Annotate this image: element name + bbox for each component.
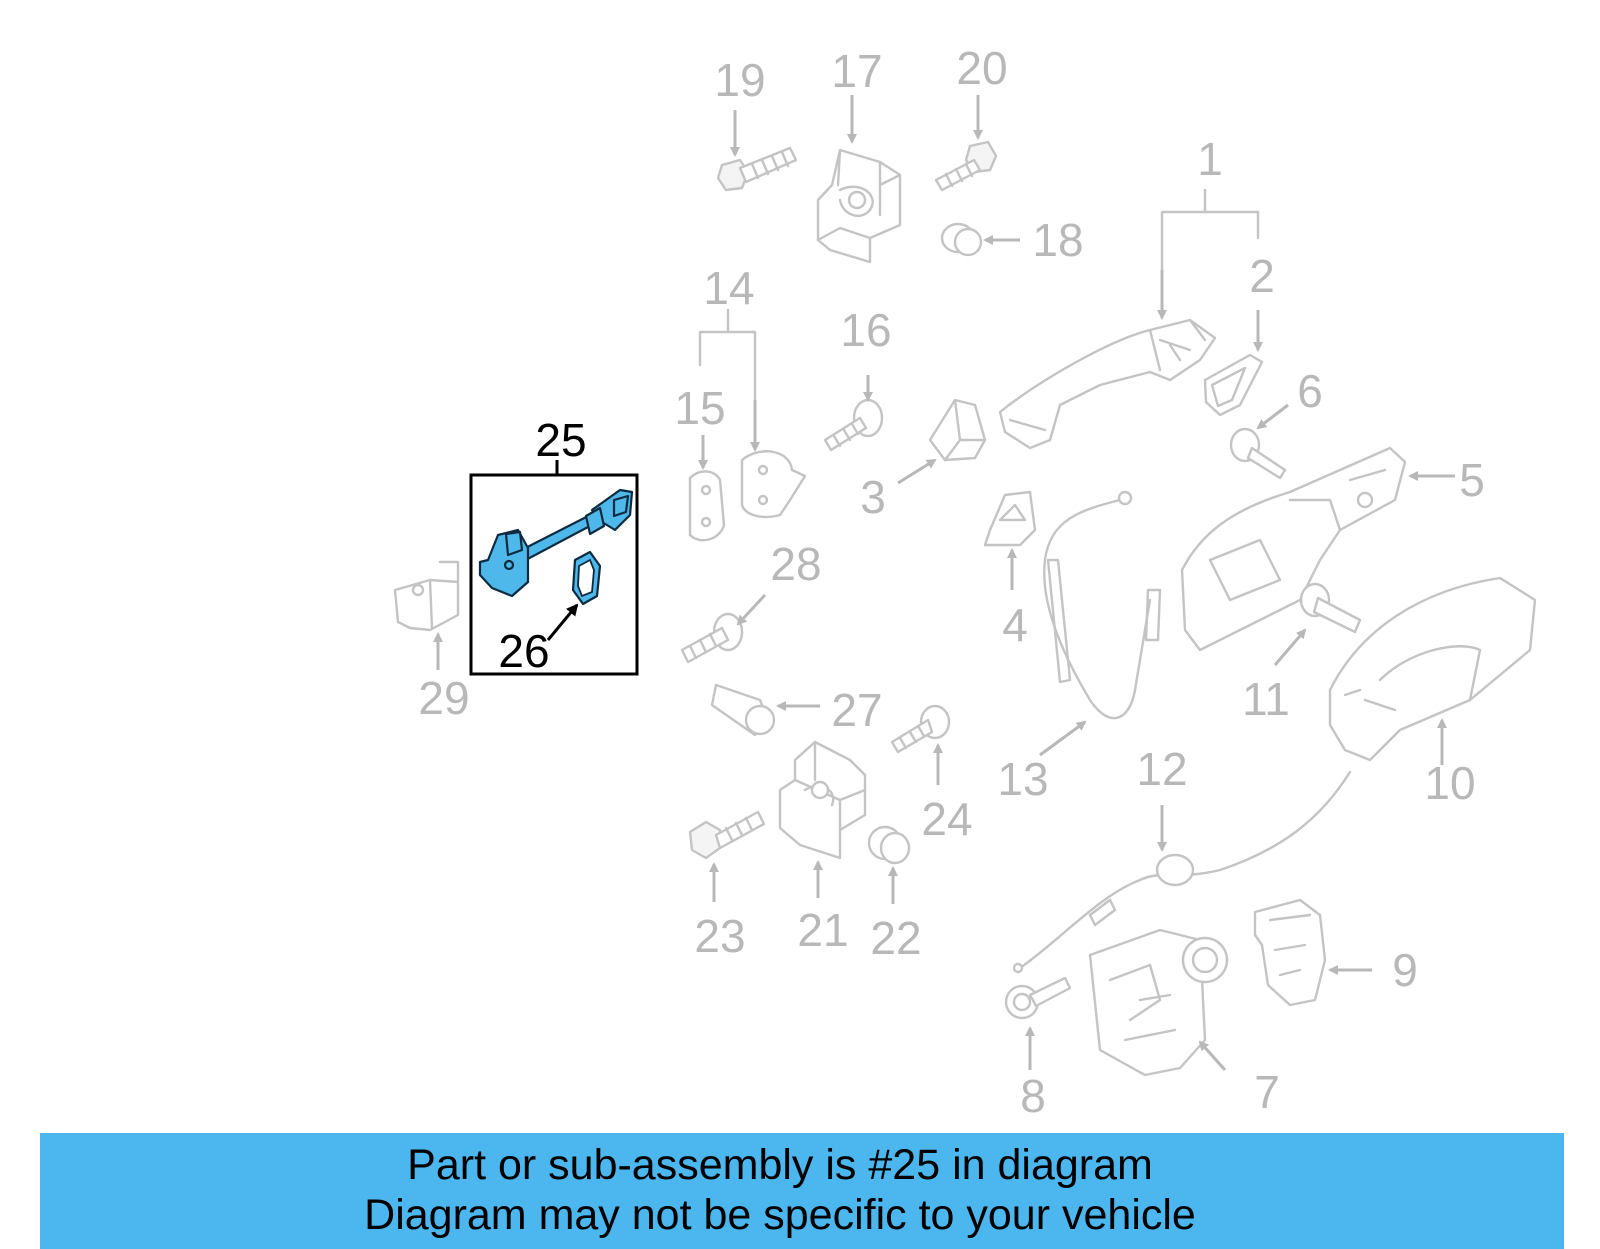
callout-20: 20 [956, 42, 1007, 94]
part-17-hinge[interactable] [816, 148, 902, 264]
part-1-outer-handle[interactable] [998, 318, 1217, 450]
callout-22: 22 [870, 912, 921, 964]
callout-14: 14 [703, 262, 754, 314]
callout-10: 10 [1424, 757, 1475, 809]
callout-25[interactable]: 25 [535, 414, 586, 466]
arrow-7 [1198, 1040, 1227, 1071]
callout-15: 15 [674, 382, 725, 434]
banner-line-part: Part or sub-assembly is #25 in diagram [407, 1141, 1153, 1189]
part-15-pad[interactable] [688, 470, 726, 542]
part-25-door-check[interactable] [478, 488, 634, 598]
part-27-bolt[interactable] [710, 683, 776, 737]
part-28-bolt[interactable] [680, 612, 744, 664]
arrow-13 [1039, 720, 1087, 757]
callout-4: 4 [1002, 599, 1028, 651]
bracket-1 [1160, 188, 1260, 312]
part-6-screw[interactable] [1229, 427, 1287, 480]
callout-11: 11 [1242, 673, 1290, 725]
callout-26: 26 [498, 625, 549, 677]
callout-13: 13 [997, 753, 1048, 805]
part-9-bracket[interactable] [1253, 898, 1327, 1007]
part-13-cable[interactable] [1043, 490, 1162, 720]
part-5-bracket[interactable] [1180, 446, 1407, 652]
part-19-bolt[interactable] [716, 146, 798, 192]
arrow-3 [897, 458, 937, 485]
callout-6: 6 [1297, 365, 1323, 417]
callout-21: 21 [797, 904, 848, 956]
part-29-bracket[interactable] [393, 560, 460, 632]
callout-28: 28 [770, 538, 821, 590]
callout-5: 5 [1459, 454, 1485, 506]
callout-23: 23 [694, 910, 745, 962]
part-3-cap[interactable] [928, 398, 987, 462]
part-22-plug[interactable] [867, 825, 911, 865]
part-26-gasket[interactable] [571, 550, 602, 606]
callout-2: 2 [1249, 250, 1275, 302]
arrow-11 [1273, 628, 1307, 666]
callout-3: 3 [860, 471, 886, 523]
callout-1: 1 [1197, 133, 1223, 185]
arrow-26 [546, 603, 579, 641]
part-18-plug[interactable] [940, 222, 983, 257]
part-10-inner-handle[interactable] [1328, 576, 1537, 762]
callout-7: 7 [1254, 1066, 1280, 1118]
part-23-bolt[interactable] [688, 810, 766, 860]
callout-17: 17 [831, 45, 882, 97]
arrow-6 [1256, 403, 1289, 430]
info-banner: Part or sub-assembly is #25 in diagram D… [40, 1133, 1564, 1249]
part-11-screw[interactable] [1299, 582, 1362, 634]
callout-8: 8 [1020, 1070, 1046, 1122]
callout-27: 27 [831, 684, 882, 736]
callout-24: 24 [921, 793, 972, 845]
part-14-pad[interactable] [740, 450, 807, 519]
part-20-bolt[interactable] [934, 140, 998, 192]
part-16-bolt[interactable] [823, 398, 884, 452]
banner-line-disclaimer: Diagram may not be specific to your vehi… [364, 1191, 1196, 1239]
callout-18: 18 [1032, 214, 1083, 266]
callout-9: 9 [1392, 944, 1418, 996]
callout-29: 29 [418, 672, 469, 724]
callout-16: 16 [840, 304, 891, 356]
part-8-screw[interactable] [1004, 976, 1072, 1020]
part-7-latch[interactable] [1088, 928, 1229, 1077]
callout-19: 19 [714, 54, 765, 106]
part-21-hinge[interactable] [778, 740, 867, 860]
arrow-28 [736, 593, 767, 626]
callout-12: 12 [1136, 743, 1187, 795]
part-24-bolt[interactable] [890, 704, 951, 754]
part-12-cable[interactable] [1012, 770, 1352, 974]
part-4-bezel[interactable] [983, 490, 1037, 547]
part-2-gasket[interactable] [1203, 353, 1264, 417]
